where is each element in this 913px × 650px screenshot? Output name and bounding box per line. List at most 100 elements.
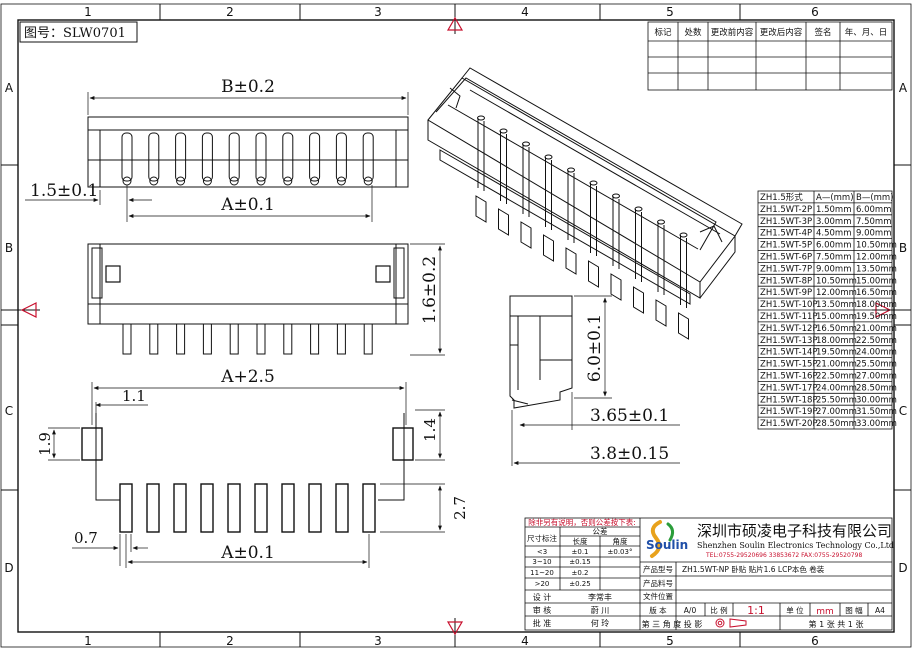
spec-cell: 16.50mm: [856, 288, 897, 298]
spec-cell: 9.00mm: [856, 229, 892, 239]
dim-a-plus-2-5: A+2.5: [220, 367, 275, 387]
tolerance-cell: >20: [535, 580, 550, 588]
front-pin-tip: [363, 176, 373, 186]
row-label-left: B: [5, 241, 13, 255]
top-pin: [283, 323, 293, 355]
col-label-bottom: 6: [811, 634, 819, 648]
row-label-right: B: [899, 241, 907, 255]
dim-6-0: 6.0±0.1: [585, 314, 605, 382]
spec-cell: ZH1.5WT-8P: [760, 276, 812, 286]
dim-1-4: 1.4: [421, 418, 439, 442]
front-pin: [309, 132, 321, 182]
spec-cell: 12.00mm: [856, 253, 897, 263]
product-model: ZH1.5WT-NP 卧贴 贴片1.6 LCP本色 卷装: [682, 564, 825, 574]
isometric-view: [427, 67, 743, 340]
spec-cell: 18.00mm: [856, 300, 897, 310]
front-pin-tip: [283, 176, 293, 186]
spec-cell: 25.50mm: [816, 395, 857, 405]
rev-header: 年、月、日: [845, 27, 888, 38]
iso-pin-lead: [520, 221, 532, 249]
spec-cell: 27.00mm: [856, 372, 897, 382]
top-pin: [310, 323, 320, 355]
top-pin: [336, 323, 346, 355]
spec-cell: 4.50mm: [816, 229, 852, 239]
front-pin: [228, 132, 240, 182]
footprint-pad: [254, 483, 268, 533]
front-pin: [255, 132, 267, 182]
front-pin: [175, 132, 187, 182]
spec-header-cell: B—(mm): [856, 193, 894, 203]
top-pin: [256, 323, 266, 355]
spec-cell: 13.50mm: [816, 300, 857, 310]
col-label-top: 5: [666, 5, 674, 19]
spec-cell: 7.50mm: [856, 217, 892, 227]
spec-cell: ZH1.5WT-15P: [760, 360, 818, 370]
spec-cell: ZH1.5WT-18P: [760, 395, 818, 405]
spec-cell: 30.00mm: [856, 395, 897, 405]
product-model-label: 产品型号: [643, 564, 673, 574]
third-angle-projection-icon: [715, 618, 747, 628]
dim-height-1-6: 1.6±0.2: [420, 256, 440, 324]
footprint-pad: [362, 483, 376, 533]
size-label: 尺寸标注: [527, 533, 557, 543]
spec-cell: 3.00mm: [816, 217, 852, 227]
iso-pin-top: [499, 128, 508, 134]
col-label-bottom: 1: [84, 634, 92, 648]
iso-pin-lead: [678, 312, 689, 340]
spec-header-cell: A—(mm): [816, 193, 854, 203]
scale-value: 1:1: [747, 604, 765, 617]
footprint-pad: [146, 483, 160, 533]
iso-pin-top: [544, 154, 553, 160]
front-pin: [121, 132, 133, 182]
company-cn: 深圳市硕凌电子科技有限公司: [697, 522, 892, 540]
top-view: [87, 243, 409, 355]
sheet-size-label: 图 幅: [845, 605, 863, 615]
footprint-dims: [48, 382, 445, 568]
revision-table: 标记 处数 更改前内容 更改后内容 签名 年、月、日: [647, 21, 893, 91]
version-label: 版 本: [649, 605, 667, 615]
company-contact: TEL:0755-29520696 33853672 FAX:0755-2952…: [705, 552, 862, 559]
rev-header: 更改前内容: [711, 27, 754, 38]
product-no-label: 产品料号: [643, 578, 673, 588]
spec-header-cell: ZH1.5形式: [760, 192, 803, 203]
spec-cell: ZH1.5WT-9P: [760, 288, 812, 298]
iso-pin-lead: [475, 195, 487, 223]
dim-0-7: 0.7: [74, 529, 98, 547]
iso-pin-lead: [655, 299, 667, 327]
spec-cell: 21.00mm: [856, 324, 897, 334]
spec-cell: 15.00mm: [816, 312, 857, 322]
angle-label: 角度: [613, 536, 628, 546]
dim-3-8: 3.8±0.15: [590, 444, 669, 464]
projection-label: 第 三 角 度 投 影: [642, 619, 703, 629]
iso-pin-lead: [498, 208, 509, 236]
spec-cell: ZH1.5WT-12P: [760, 324, 818, 334]
design-label: 设 计: [533, 592, 552, 602]
approver: 何 玲: [591, 618, 610, 628]
col-label-top: 6: [811, 5, 819, 19]
tolerance-note: 除非另有说明，否则公差按下表:: [528, 517, 636, 527]
col-label-top: 3: [374, 5, 382, 19]
top-view-dims: [410, 243, 445, 356]
footprint-pad: [335, 483, 349, 533]
check-label: 审 核: [533, 605, 552, 615]
spec-cell: ZH1.5WT-7P: [760, 264, 812, 274]
tolerance-cell: ±0.2: [572, 569, 589, 577]
drawing-number: 图号：SLW0701: [24, 26, 126, 41]
spec-cell: ZH1.5WT-16P: [760, 372, 818, 382]
sheet-size-value: A4: [875, 606, 885, 615]
front-pin-tip: [229, 176, 239, 186]
spec-cell: 24.00mm: [816, 383, 857, 393]
dim-1-9: 1.9: [36, 432, 54, 456]
footprint-pad: [173, 483, 187, 533]
spec-cell: ZH1.5WT-6P: [760, 253, 812, 263]
spec-cell: 13.50mm: [856, 264, 897, 274]
spec-cell: 28.50mm: [816, 419, 857, 429]
tol-header: 公差: [593, 526, 608, 536]
spec-cell: 6.00mm: [816, 241, 852, 251]
spec-cell: ZH1.5WT-17P: [760, 383, 818, 393]
col-label-bottom: 3: [374, 634, 382, 648]
spec-cell: 27.00mm: [816, 407, 857, 417]
footprint-pad: [200, 483, 214, 533]
front-pin-tip: [176, 176, 186, 186]
